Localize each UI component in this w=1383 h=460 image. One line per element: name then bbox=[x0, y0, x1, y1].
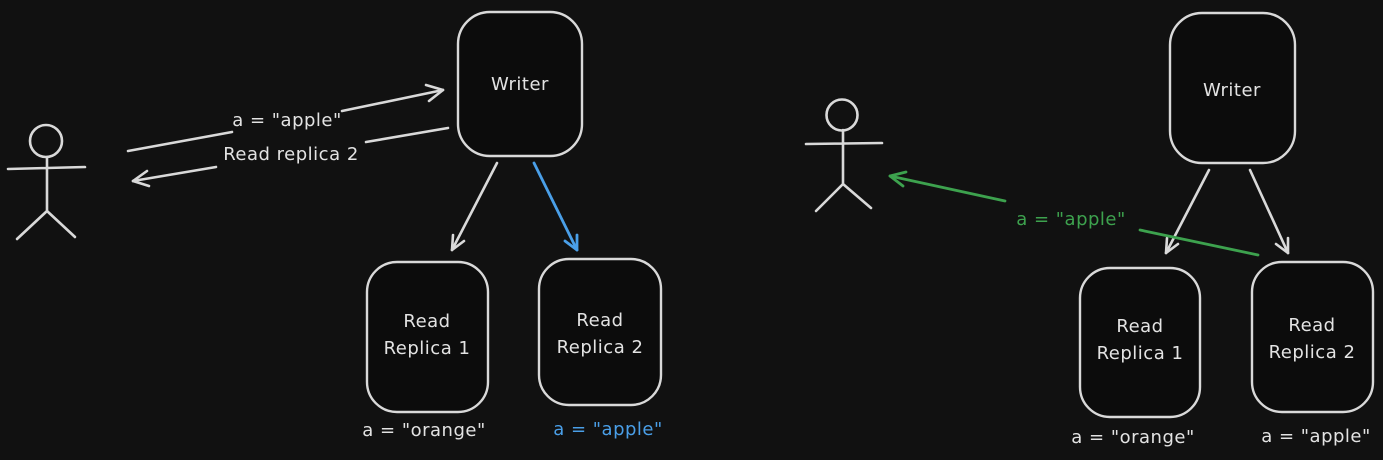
replication-arrow-replica1 bbox=[450, 161, 499, 252]
read-request-label: Read replica 2 bbox=[223, 144, 359, 165]
right-scenario: Writer a = "apple" Read Replica 1 Read R… bbox=[804, 11, 1375, 448]
read-replica-2-label-line2: Replica 2 bbox=[557, 337, 644, 358]
write-request-arrow bbox=[126, 83, 445, 153]
person-icon bbox=[804, 98, 884, 213]
replication-arrow-replica2 bbox=[532, 161, 579, 252]
read-replica-1-node bbox=[365, 260, 490, 414]
read-replica-2-node bbox=[1250, 260, 1375, 414]
read-response-arrow bbox=[888, 170, 1260, 257]
person-head bbox=[28, 123, 64, 159]
read-replica-1-label-line2: Replica 1 bbox=[384, 338, 471, 359]
left-scenario: a = "apple" Read replica 2 Writer Read R… bbox=[6, 10, 663, 441]
arrow-head bbox=[888, 170, 908, 188]
writer-node bbox=[1168, 11, 1297, 165]
replica1-value-label: a = "orange" bbox=[1071, 427, 1194, 448]
arrow-line bbox=[126, 88, 445, 153]
replica2-value-label: a = "apple" bbox=[1261, 426, 1371, 447]
arrow-line bbox=[888, 174, 1260, 257]
read-replica-2-node bbox=[537, 257, 663, 407]
replica1-value-label: a = "orange" bbox=[362, 420, 485, 441]
person-icon bbox=[6, 123, 87, 241]
person-body bbox=[6, 155, 87, 241]
read-replica-1-label-line1: Read bbox=[1116, 316, 1163, 337]
write-request-label: a = "apple" bbox=[232, 110, 342, 131]
arrow-head bbox=[131, 169, 151, 188]
arrow-head bbox=[563, 233, 579, 252]
read-replica-2-label-line2: Replica 2 bbox=[1269, 342, 1356, 363]
replication-arrow-replica1 bbox=[1164, 168, 1211, 255]
read-replica-2-label-line1: Read bbox=[576, 310, 623, 331]
read-replica-1-label-line2: Replica 1 bbox=[1097, 343, 1184, 364]
writer-label: Writer bbox=[1203, 80, 1261, 101]
read-response-label: a = "apple" bbox=[1016, 209, 1126, 230]
arrow-line bbox=[1248, 168, 1290, 255]
replication-arrow-replica2 bbox=[1248, 168, 1290, 255]
read-replica-2-label-line1: Read bbox=[1288, 315, 1335, 336]
read-request-arrow bbox=[131, 126, 450, 188]
arrow-line bbox=[532, 161, 579, 252]
arrow-head bbox=[424, 83, 445, 103]
arrow-line bbox=[131, 126, 450, 183]
arrow-head bbox=[1274, 236, 1290, 255]
read-replica-1-label-line1: Read bbox=[403, 311, 450, 332]
arrow-line bbox=[1164, 168, 1211, 255]
person-head bbox=[825, 98, 859, 132]
arrow-head bbox=[450, 233, 466, 252]
arrow-head bbox=[1164, 236, 1180, 255]
writer-node bbox=[456, 10, 584, 158]
writer-label: Writer bbox=[491, 74, 549, 95]
replica2-value-label: a = "apple" bbox=[553, 419, 663, 440]
arrow-line bbox=[450, 161, 499, 252]
read-replica-1-node bbox=[1078, 266, 1202, 419]
person-body bbox=[804, 128, 884, 213]
